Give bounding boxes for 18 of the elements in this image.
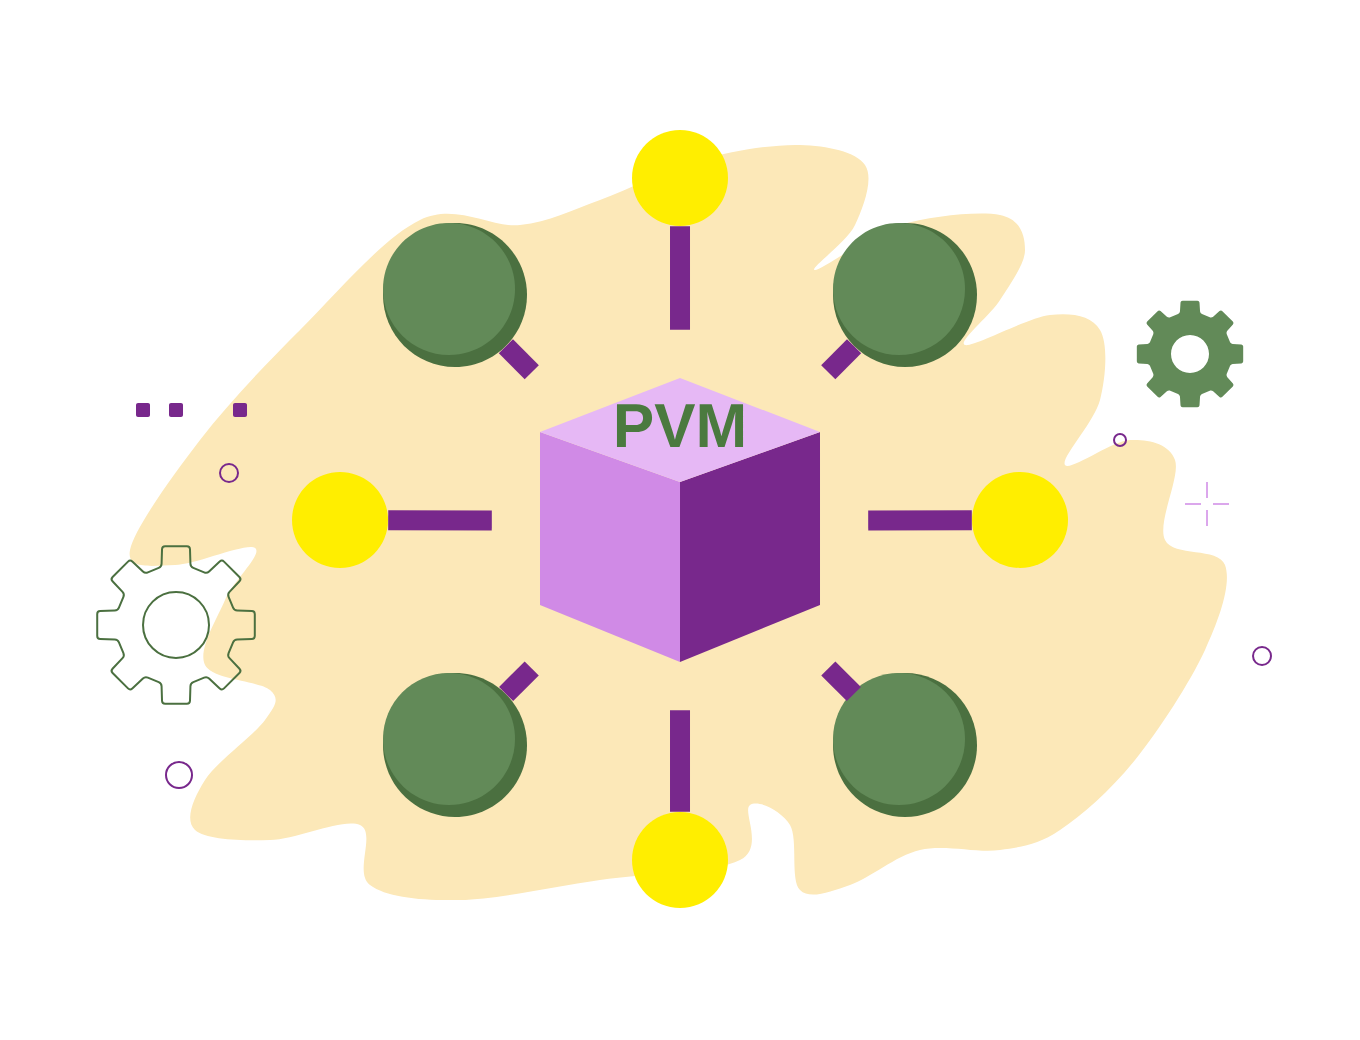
sphere-icon — [833, 673, 977, 817]
sphere-icon — [383, 673, 527, 817]
connector-bar — [821, 661, 861, 702]
connector-bar — [670, 710, 690, 812]
connector-bar — [388, 510, 492, 531]
connector-bar — [670, 226, 690, 330]
node-circle — [292, 472, 388, 568]
node-label: PVM — [616, 404, 744, 447]
node-circle — [972, 472, 1068, 568]
node-circle — [632, 130, 728, 226]
connector-bar — [868, 510, 972, 531]
sphere-icon — [383, 223, 527, 367]
sphere-icon — [833, 223, 977, 367]
node-circle — [632, 812, 728, 908]
connector-bar — [498, 339, 539, 380]
connector-bar — [499, 661, 539, 702]
connector-bar — [821, 339, 862, 380]
cube-drawing: PVM — [540, 378, 820, 662]
